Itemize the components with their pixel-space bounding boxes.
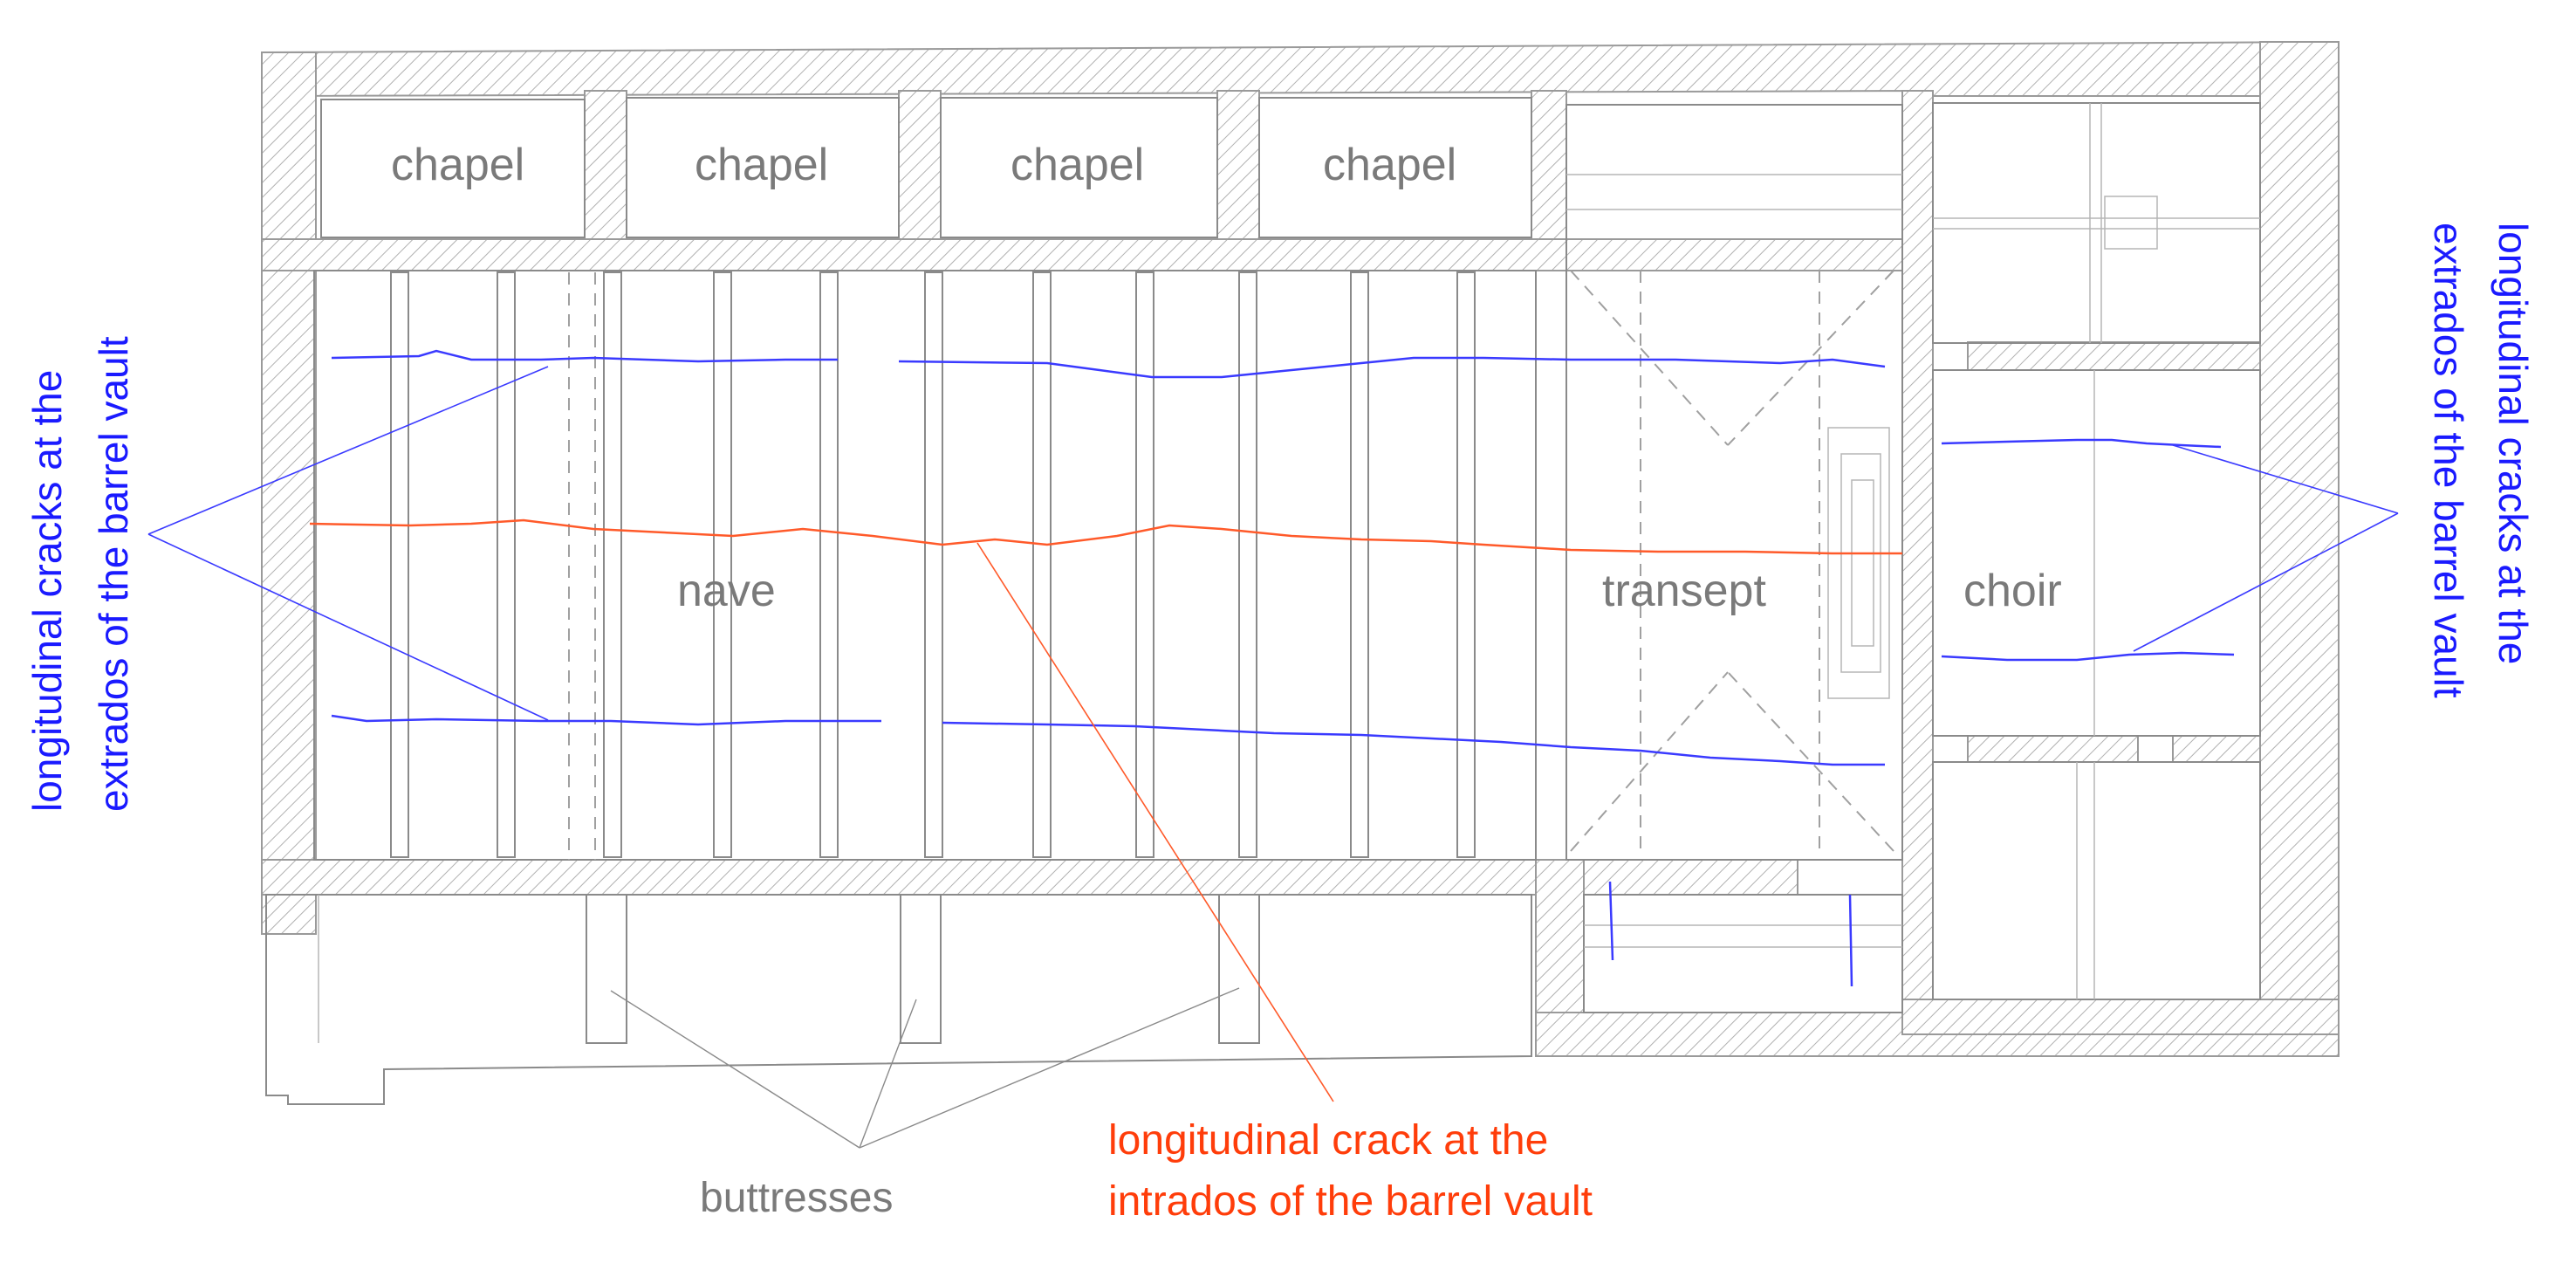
- buttresses-label: buttresses: [700, 1175, 893, 1221]
- choir-label: choir: [1963, 566, 2062, 616]
- extrados-label-left-line2: extrados of the barrel vault: [91, 336, 136, 812]
- chapel-label-2: chapel: [695, 140, 828, 190]
- chapel-label-3: chapel: [1011, 140, 1144, 190]
- leader-lines: [147, 366, 2399, 1149]
- intrados-crack: [309, 518, 1902, 555]
- nave-bays: [313, 270, 1537, 861]
- choir-area: [1932, 102, 2261, 1000]
- intrados-label-line1: longitudinal crack at the: [1108, 1117, 1548, 1164]
- walls: [261, 40, 2340, 1057]
- choir-crack-upper: [1941, 438, 2222, 449]
- extrados-label-right-line2: extrados of the barrel vault: [2426, 223, 2471, 698]
- extrados-crack-lower: [331, 714, 1885, 766]
- choir-crack-lower: [1941, 651, 2235, 662]
- extrados-cracks: [331, 349, 2235, 987]
- buttresses-annex: [265, 894, 1532, 1105]
- extrados-label-left-line1: longitudinal cracks at the: [24, 370, 70, 812]
- chapels: [320, 97, 1532, 238]
- extrados-crack-upper: [331, 349, 1886, 379]
- nave-label: nave: [677, 566, 776, 616]
- transept-label: transept: [1602, 566, 1766, 616]
- extrados-label-right-line1: longitudinal cracks at the: [2490, 223, 2536, 664]
- chapel-label-4: chapel: [1323, 140, 1456, 190]
- chapel-label-1: chapel: [391, 140, 524, 190]
- intrados-label-line2: intrados of the barrel vault: [1108, 1178, 1593, 1225]
- transept-area: [1565, 104, 1903, 1013]
